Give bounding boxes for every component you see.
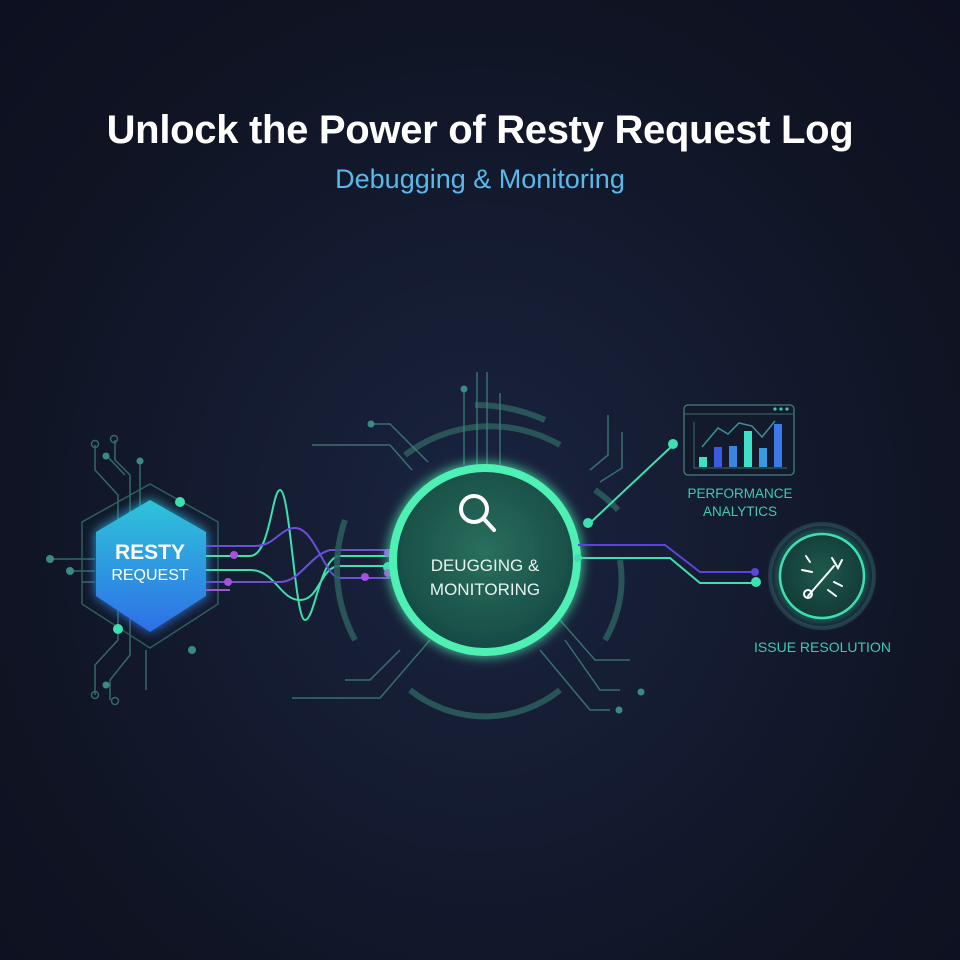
bug-wrench-icon bbox=[801, 555, 843, 599]
debugging-monitoring-node: DEUGGING & MONITORING bbox=[395, 554, 575, 602]
issue-circle bbox=[778, 532, 866, 620]
issue-resolution-label: ISSUE RESOLUTION bbox=[754, 639, 891, 655]
hexagon-outline bbox=[81, 483, 219, 649]
resty-request-node: RESTY REQUEST bbox=[80, 540, 220, 586]
analytics-label-line1: PERFORMANCE bbox=[687, 486, 793, 501]
magnifier-icon bbox=[459, 494, 496, 532]
performance-analytics-node: PERFORMANCE ANALYTICS bbox=[660, 485, 820, 521]
bar-chart-window-icon bbox=[683, 404, 795, 476]
page-title: Unlock the Power of Resty Request Log bbox=[106, 108, 854, 152]
core-label-line2: MONITORING bbox=[429, 580, 541, 599]
core-label-line1: DEUGGING & bbox=[430, 556, 540, 575]
source-label-line1: RESTY bbox=[114, 541, 185, 564]
source-label-line2: REQUEST bbox=[111, 567, 189, 584]
resty-request-hexagon bbox=[96, 500, 206, 632]
analytics-label-line2: ANALYTICS bbox=[702, 504, 778, 519]
page-subtitle: Debugging & Monitoring bbox=[335, 164, 625, 194]
